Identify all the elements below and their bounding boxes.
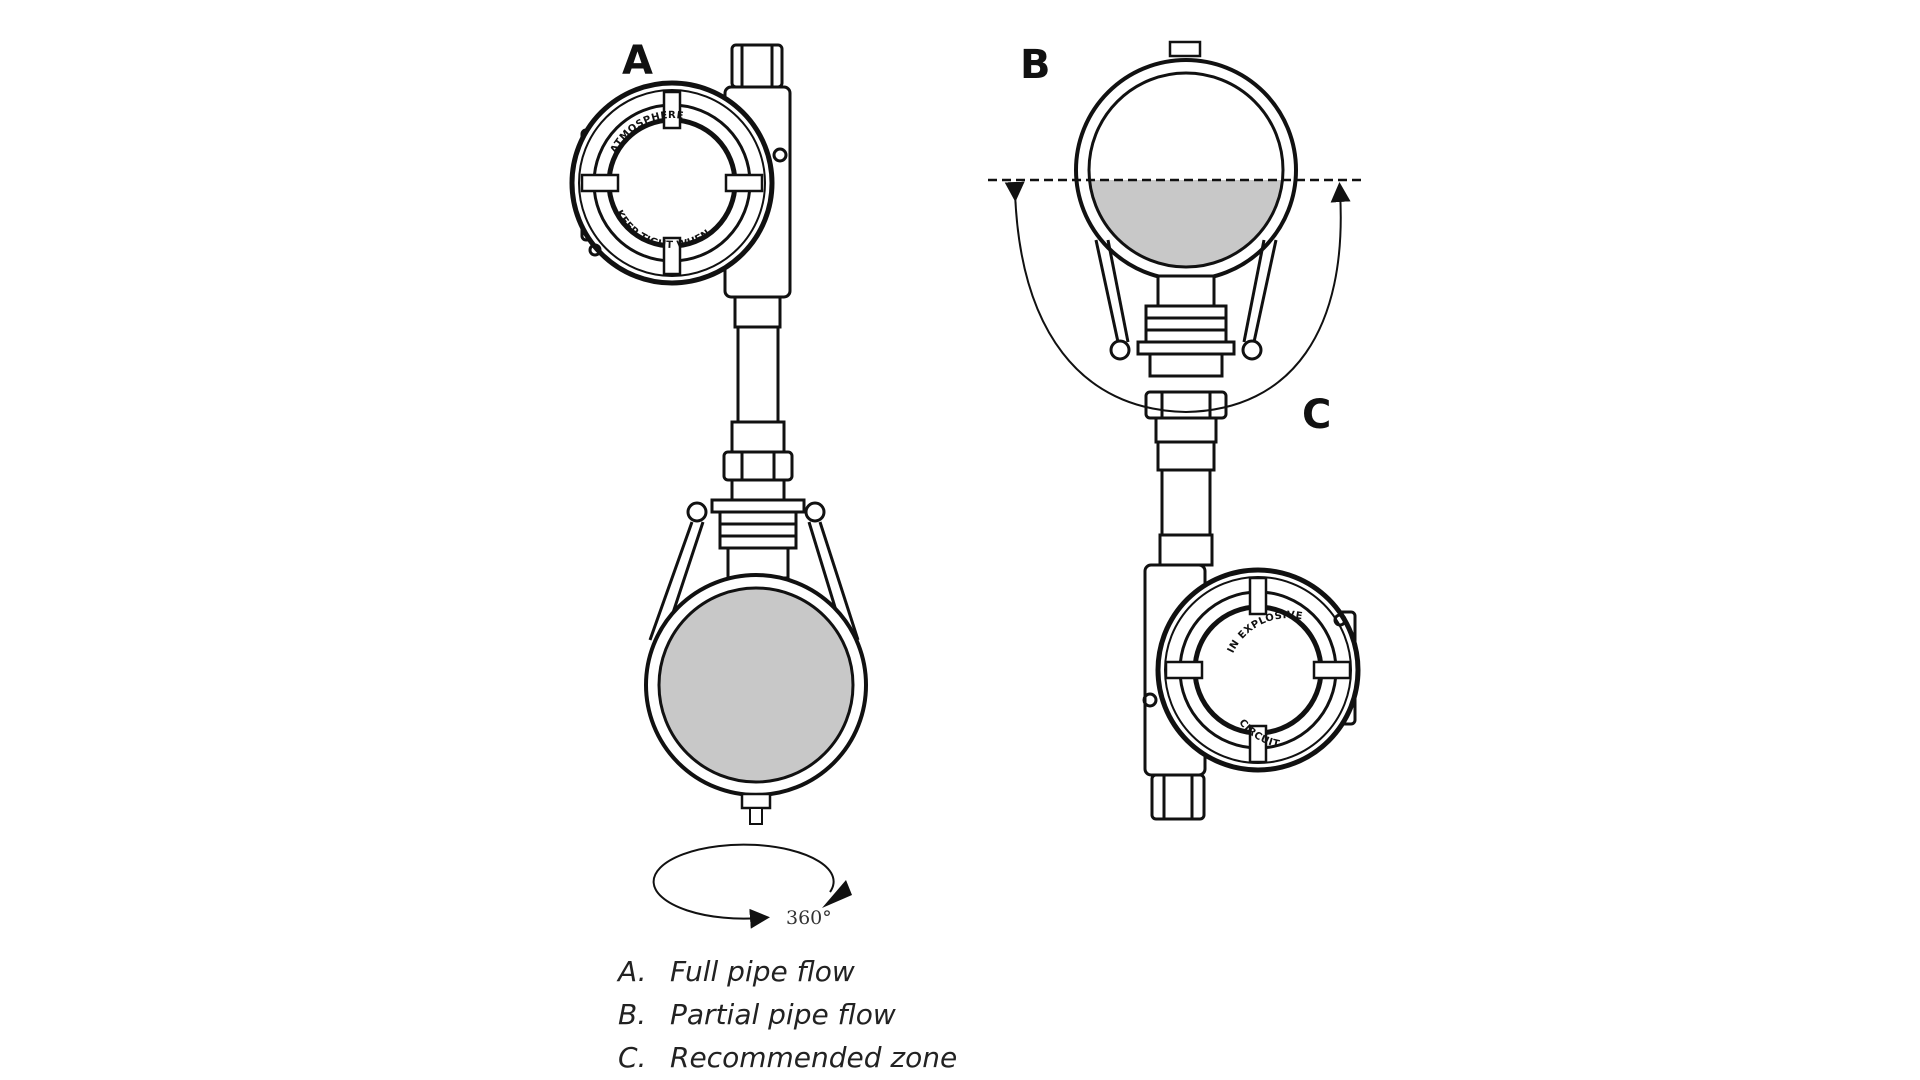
legend-item: C. Recommended zone xyxy=(618,1036,957,1079)
legend-key: A. xyxy=(618,955,647,988)
label-c: C xyxy=(1302,392,1331,438)
rotation-label: 360° xyxy=(786,907,832,929)
stem-a xyxy=(722,295,794,502)
figure-a: ATMOSPHERE KEEP TIGHT WHEN xyxy=(569,43,868,929)
label-a: A xyxy=(622,38,653,84)
legend-item: B. Partial pipe flow xyxy=(618,993,957,1036)
rotation-indicator xyxy=(652,843,852,929)
legend-item: A. Full pipe flow xyxy=(618,950,957,993)
label-b: B xyxy=(1020,42,1051,88)
pipe-partial-b xyxy=(1074,40,1298,282)
transmitter-head-b xyxy=(1142,563,1361,821)
legend: A. Full pipe flow B. Partial pipe flow C. R… xyxy=(618,950,957,1079)
legend-text: Partial pipe flow xyxy=(670,998,896,1031)
transmitter-head-a xyxy=(569,43,792,299)
pipe-full-a xyxy=(644,573,868,825)
legend-text: Full pipe flow xyxy=(670,955,855,988)
stem-b xyxy=(1144,390,1228,567)
clamp-b xyxy=(1094,239,1278,378)
legend-text: Recommended zone xyxy=(670,1041,958,1074)
figure-b: IN EXPLOSIVE CIRCUIT xyxy=(988,40,1362,821)
recommended-zone xyxy=(988,178,1362,414)
legend-key: C. xyxy=(618,1041,647,1074)
legend-key: B. xyxy=(618,998,647,1031)
